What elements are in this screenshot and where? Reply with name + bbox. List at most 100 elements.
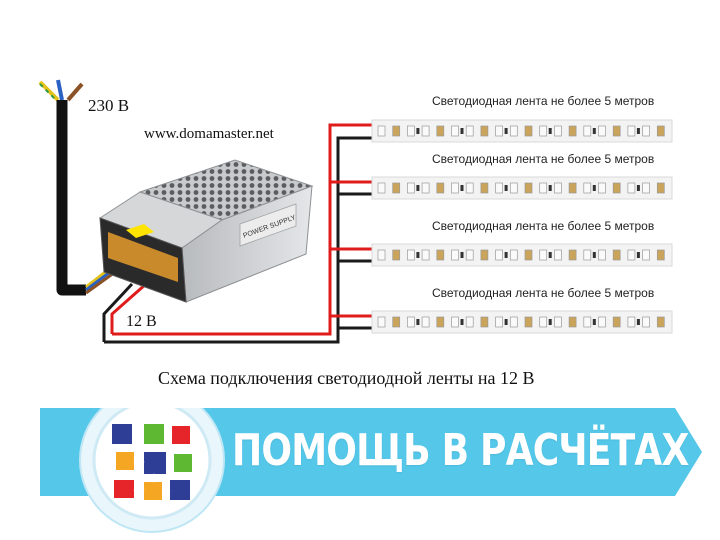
- resistor: [636, 185, 640, 191]
- resistor: [592, 252, 596, 258]
- led-chip: [524, 249, 533, 261]
- wiring-diagram: POWER SUPPLY: [38, 79, 673, 344]
- led-chip: [656, 249, 665, 261]
- led-chip: [377, 316, 386, 328]
- led-chip: [656, 182, 665, 194]
- led-chip: [377, 249, 386, 261]
- resistor: [504, 252, 508, 258]
- led-chip: [554, 316, 562, 328]
- led-chip: [524, 125, 533, 137]
- led-chip: [495, 249, 503, 261]
- resistor: [460, 128, 464, 134]
- resistor: [416, 319, 420, 325]
- led-chip: [407, 182, 415, 194]
- resistor: [636, 252, 640, 258]
- led-chip: [436, 249, 445, 261]
- led-chip: [480, 182, 489, 194]
- led-chip: [612, 182, 621, 194]
- led-chip: [539, 316, 548, 328]
- led-chip: [642, 249, 650, 261]
- led-chip: [451, 249, 459, 261]
- led-chip: [568, 316, 577, 328]
- led-chip: [392, 182, 401, 194]
- led-chip: [568, 182, 577, 194]
- resistor: [416, 128, 420, 134]
- resistor: [548, 128, 552, 134]
- resistor: [504, 128, 508, 134]
- led-chip: [627, 249, 636, 261]
- output-voltage-label: 12 В: [126, 313, 157, 330]
- led-strip-3: [371, 243, 673, 267]
- strip-label-4: Светодиодная лента не более 5 метров: [432, 286, 655, 300]
- led-chip: [377, 125, 386, 137]
- resistor: [592, 185, 596, 191]
- led-chip: [642, 125, 650, 137]
- resistor: [592, 128, 596, 134]
- led-chip: [436, 125, 445, 137]
- resistor: [548, 185, 552, 191]
- led-strip-2: [371, 176, 673, 200]
- led-chip: [598, 249, 606, 261]
- led-chip: [627, 316, 636, 328]
- resistor: [504, 185, 508, 191]
- led-strip-1: [371, 119, 673, 143]
- led-chip: [377, 182, 386, 194]
- led-chip: [583, 125, 592, 137]
- led-chip: [451, 125, 459, 137]
- led-chip: [656, 316, 665, 328]
- resistor: [636, 319, 640, 325]
- resistor: [460, 319, 464, 325]
- led-chip: [480, 249, 489, 261]
- led-chip: [656, 125, 665, 137]
- avito-watermark: Avito: [622, 504, 694, 528]
- resistor: [636, 128, 640, 134]
- led-chip: [407, 125, 415, 137]
- led-chip: [421, 125, 430, 137]
- strip-label-2: Светодиодная лента не более 5 метров: [432, 152, 655, 166]
- led-chip: [465, 316, 474, 328]
- resistor: [460, 185, 464, 191]
- grid-logo-icon: [112, 424, 192, 500]
- led-chip: [509, 182, 518, 194]
- resistor: [548, 319, 552, 325]
- led-chip: [627, 182, 636, 194]
- led-chip: [436, 182, 445, 194]
- mains-voltage-label: 230 В: [88, 96, 130, 115]
- led-chip: [627, 125, 636, 137]
- led-chip: [539, 182, 548, 194]
- led-chip: [421, 182, 430, 194]
- resistor: [416, 252, 420, 258]
- led-chip: [539, 249, 548, 261]
- resistor: [548, 252, 552, 258]
- led-chip: [612, 316, 621, 328]
- watermark-text: Avito: [648, 504, 695, 527]
- led-strip-4: [371, 310, 673, 334]
- led-chip: [407, 249, 415, 261]
- led-chip: [554, 249, 562, 261]
- promo-banner: [40, 408, 702, 533]
- led-chip: [421, 316, 430, 328]
- led-chip: [612, 125, 621, 137]
- led-chip: [480, 125, 489, 137]
- led-chip: [495, 182, 503, 194]
- led-chip: [554, 125, 562, 137]
- led-chip: [392, 316, 401, 328]
- led-chip: [451, 316, 459, 328]
- led-chip: [436, 316, 445, 328]
- led-chip: [612, 249, 621, 261]
- led-chip: [480, 316, 489, 328]
- led-chip: [554, 182, 562, 194]
- led-chip: [583, 182, 592, 194]
- led-chip: [598, 125, 606, 137]
- led-chip: [539, 125, 548, 137]
- resistor: [416, 185, 420, 191]
- led-chip: [495, 125, 503, 137]
- led-chip: [495, 316, 503, 328]
- led-chip: [509, 125, 518, 137]
- banner-title: ПОМОЩЬ В РАСЧЁТАХ: [232, 425, 689, 476]
- led-chip: [568, 125, 577, 137]
- led-chip: [524, 182, 533, 194]
- led-chip: [421, 249, 430, 261]
- led-chip: [465, 125, 474, 137]
